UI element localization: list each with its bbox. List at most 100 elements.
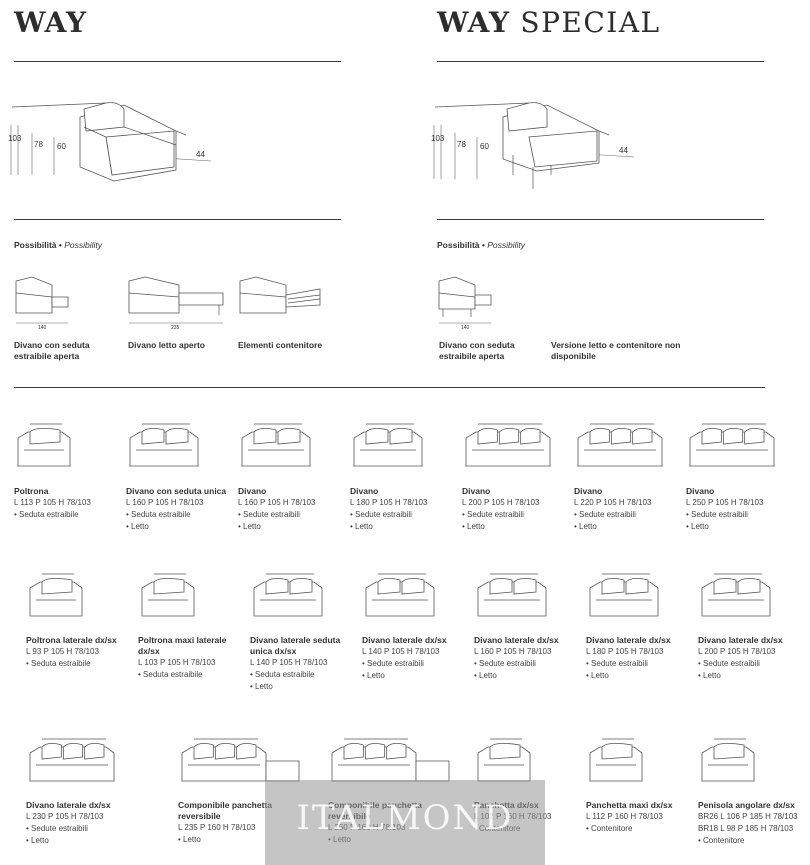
item-dimensions: L 230 P 105 H 78/103 xyxy=(26,812,104,821)
catalog-item: Divano laterale dx/sx L 200 P 105 H 78/10… xyxy=(698,570,804,680)
item-feature: Letto xyxy=(474,670,584,682)
svg-text:103: 103 xyxy=(8,134,22,143)
divider-top-left xyxy=(14,61,341,62)
item-feature: Sedute estraibili xyxy=(26,823,136,835)
item-feature: Sedute estraibili xyxy=(574,509,684,521)
item-name: Penisola angolare dx/sx xyxy=(698,800,795,810)
item-feature: Letto xyxy=(686,521,796,533)
sofa-drawing xyxy=(26,570,132,628)
item-dimensions: L 140 P 105 H 78/103 xyxy=(362,647,440,656)
sofa-drawing xyxy=(462,420,568,478)
sofa-drawing xyxy=(26,735,132,793)
option-sketch-special-extractable-seat: 140 xyxy=(435,275,515,338)
svg-text:60: 60 xyxy=(57,142,66,151)
item-dimensions: L 180 P 105 H 78/103 xyxy=(586,647,664,656)
title-way: WAY xyxy=(14,6,87,39)
item-name: Divano laterale dx/sx xyxy=(586,635,671,645)
divider-mid-right xyxy=(437,219,764,220)
sofa-drawing xyxy=(238,420,344,478)
sofa-drawing xyxy=(474,570,580,628)
svg-text:140: 140 xyxy=(461,325,470,331)
item-feature: Seduta estraibile xyxy=(250,669,360,681)
svg-text:140: 140 xyxy=(38,325,47,331)
item-dimensions-alt: BR18 L 98 P 185 H 78/103 xyxy=(698,824,794,833)
item-dimensions: L 160 P 105 H 78/103 xyxy=(238,498,316,507)
svg-text:78: 78 xyxy=(457,140,466,149)
item-feature: Sedute estraibili xyxy=(586,658,696,670)
option-sketch-storage xyxy=(236,275,326,338)
svg-text:44: 44 xyxy=(196,150,205,159)
item-name: Panchetta maxi dx/sx xyxy=(586,800,673,810)
item-dimensions: L 113 P 105 H 78/103 xyxy=(14,498,91,507)
possibility-label-left: Possibilità • Possibility xyxy=(14,240,103,250)
caption-sofa-bed: Divano letto aperto xyxy=(128,340,205,350)
item-feature: Sedute estraibili xyxy=(362,658,472,670)
caption-special-extractable-seat: Divano con seduta estraibile aperta xyxy=(439,340,515,361)
item-name: Divano laterale dx/sx xyxy=(698,635,783,645)
item-feature: Sedute estraibili xyxy=(686,509,796,521)
caption-storage: Elementi contenitore xyxy=(238,340,323,350)
item-name: Divano xyxy=(350,486,379,496)
svg-text:78: 78 xyxy=(34,140,43,149)
item-feature: Sedute estraibili xyxy=(474,658,584,670)
item-dimensions: L 250 P 105 H 78/103 xyxy=(686,498,764,507)
item-feature: Sedute estraibili xyxy=(238,509,348,521)
item-name: Divano xyxy=(462,486,491,496)
item-dimensions: L 160 P 105 H 78/103 xyxy=(474,647,552,656)
sofa-drawing xyxy=(686,420,792,478)
item-feature: Seduta estraibile xyxy=(126,509,236,521)
caption-special-unavailable: Versione letto e contenitore non disponi… xyxy=(551,340,681,361)
item-feature: Contenitore xyxy=(698,835,808,847)
item-feature: Letto xyxy=(462,521,572,533)
item-feature: Sedute estraibili xyxy=(462,509,572,521)
item-feature: Letto xyxy=(126,521,236,533)
item-feature: Letto xyxy=(238,521,348,533)
item-dimensions: L 140 P 105 H 78/103 xyxy=(250,658,328,667)
sofa-drawing xyxy=(250,570,356,628)
sofa-drawing xyxy=(362,570,468,628)
option-sketch-extractable-seat: 140 xyxy=(12,275,92,338)
item-dimensions: BR26 L 106 P 185 H 78/103 xyxy=(698,812,798,821)
item-name: Divano xyxy=(238,486,267,496)
item-feature: Letto xyxy=(350,521,460,533)
title-way-special: WAY SPECIAL xyxy=(437,6,661,39)
item-dimensions: L 103 P 105 H 78/103 xyxy=(138,658,216,667)
item-feature: Seduta estraibile xyxy=(26,658,136,670)
sofa-drawing xyxy=(126,420,232,478)
item-feature: Letto xyxy=(250,681,360,693)
item-name: Divano con seduta unica xyxy=(126,486,227,496)
item-feature: Contenitore xyxy=(586,823,696,835)
item-feature: Letto xyxy=(26,835,136,847)
svg-text:235: 235 xyxy=(171,325,180,331)
item-feature: Letto xyxy=(586,670,696,682)
item-feature: Seduta estraibile xyxy=(14,509,124,521)
divider-mid-left xyxy=(14,219,341,220)
catalog-item: Divano laterale dx/sx L 180 P 105 H 78/10… xyxy=(586,570,692,680)
sofa-drawing xyxy=(138,570,244,628)
item-feature: Letto xyxy=(574,521,684,533)
item-dimensions: L 200 P 105 H 78/103 xyxy=(698,647,776,656)
watermark: ITALMOND xyxy=(265,780,545,865)
item-feature: Letto xyxy=(698,670,808,682)
item-name: Componibile panchetta reversibile xyxy=(178,800,272,821)
item-dimensions: L 180 P 105 H 78/103 xyxy=(350,498,428,507)
option-sketch-sofa-bed: 235 xyxy=(125,275,235,338)
svg-text:44: 44 xyxy=(619,146,628,155)
sofa-drawing xyxy=(698,570,804,628)
item-dimensions: L 200 P 105 H 78/103 xyxy=(462,498,540,507)
item-name: Poltrona xyxy=(14,486,49,496)
possibility-label-right: Possibilità • Possibility xyxy=(437,240,526,250)
item-feature: Sedute estraibili xyxy=(698,658,808,670)
item-name: Poltrona maxi laterale dx/sx xyxy=(138,635,227,656)
item-dimensions: L 93 P 105 H 78/103 xyxy=(26,647,99,656)
